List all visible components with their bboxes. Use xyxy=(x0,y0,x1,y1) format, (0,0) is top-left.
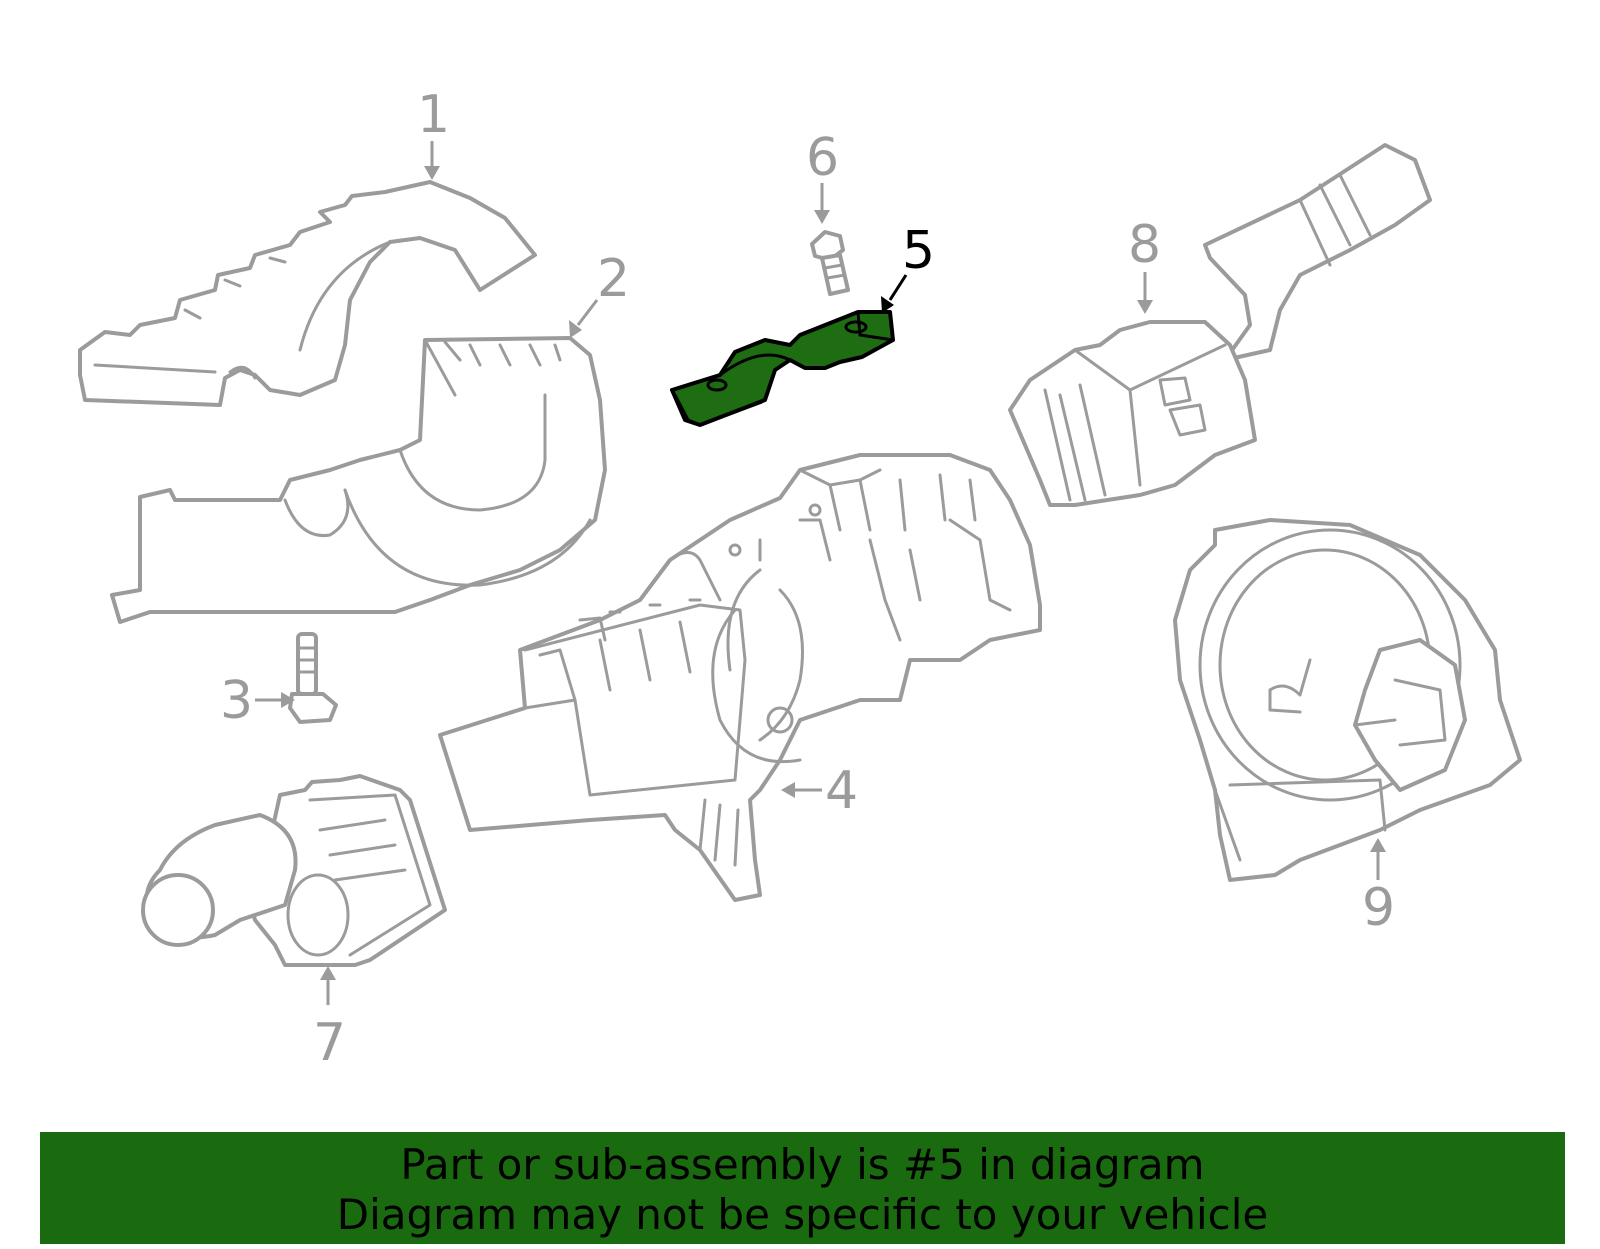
info-banner: Part or sub-assembly is #5 in diagram Di… xyxy=(40,1132,1565,1244)
part-5-bracket xyxy=(670,310,895,427)
callout-2: 2 xyxy=(597,249,630,309)
callout-1: 1 xyxy=(417,85,450,145)
part-9-clock-spring xyxy=(1173,518,1522,882)
callout-7: 7 xyxy=(313,1013,346,1073)
part-8-switch xyxy=(1008,143,1432,507)
banner-line-1: Part or sub-assembly is #5 in diagram xyxy=(400,1140,1205,1189)
parts-diagram: 1 2 3 4 5 6 7 8 9 xyxy=(78,85,1522,1073)
part-1-upper-shroud xyxy=(78,180,537,407)
banner-line-2: Diagram may not be specific to your vehi… xyxy=(336,1190,1269,1239)
callout-9: 9 xyxy=(1362,878,1395,938)
part-6-screw xyxy=(810,230,850,296)
part-2-lower-shroud xyxy=(110,336,607,624)
callout-5: 5 xyxy=(902,221,935,281)
part-3-bolt xyxy=(288,632,338,724)
callout-labels: 1 2 3 4 5 6 7 8 9 xyxy=(220,85,1395,1073)
part-4-switch-housing xyxy=(438,453,1042,902)
callout-6: 6 xyxy=(806,128,839,188)
callout-3: 3 xyxy=(220,671,253,731)
callout-leaders xyxy=(255,141,1386,1005)
callout-8: 8 xyxy=(1128,215,1161,275)
part-7-switch xyxy=(141,774,447,967)
callout-4: 4 xyxy=(825,761,858,821)
